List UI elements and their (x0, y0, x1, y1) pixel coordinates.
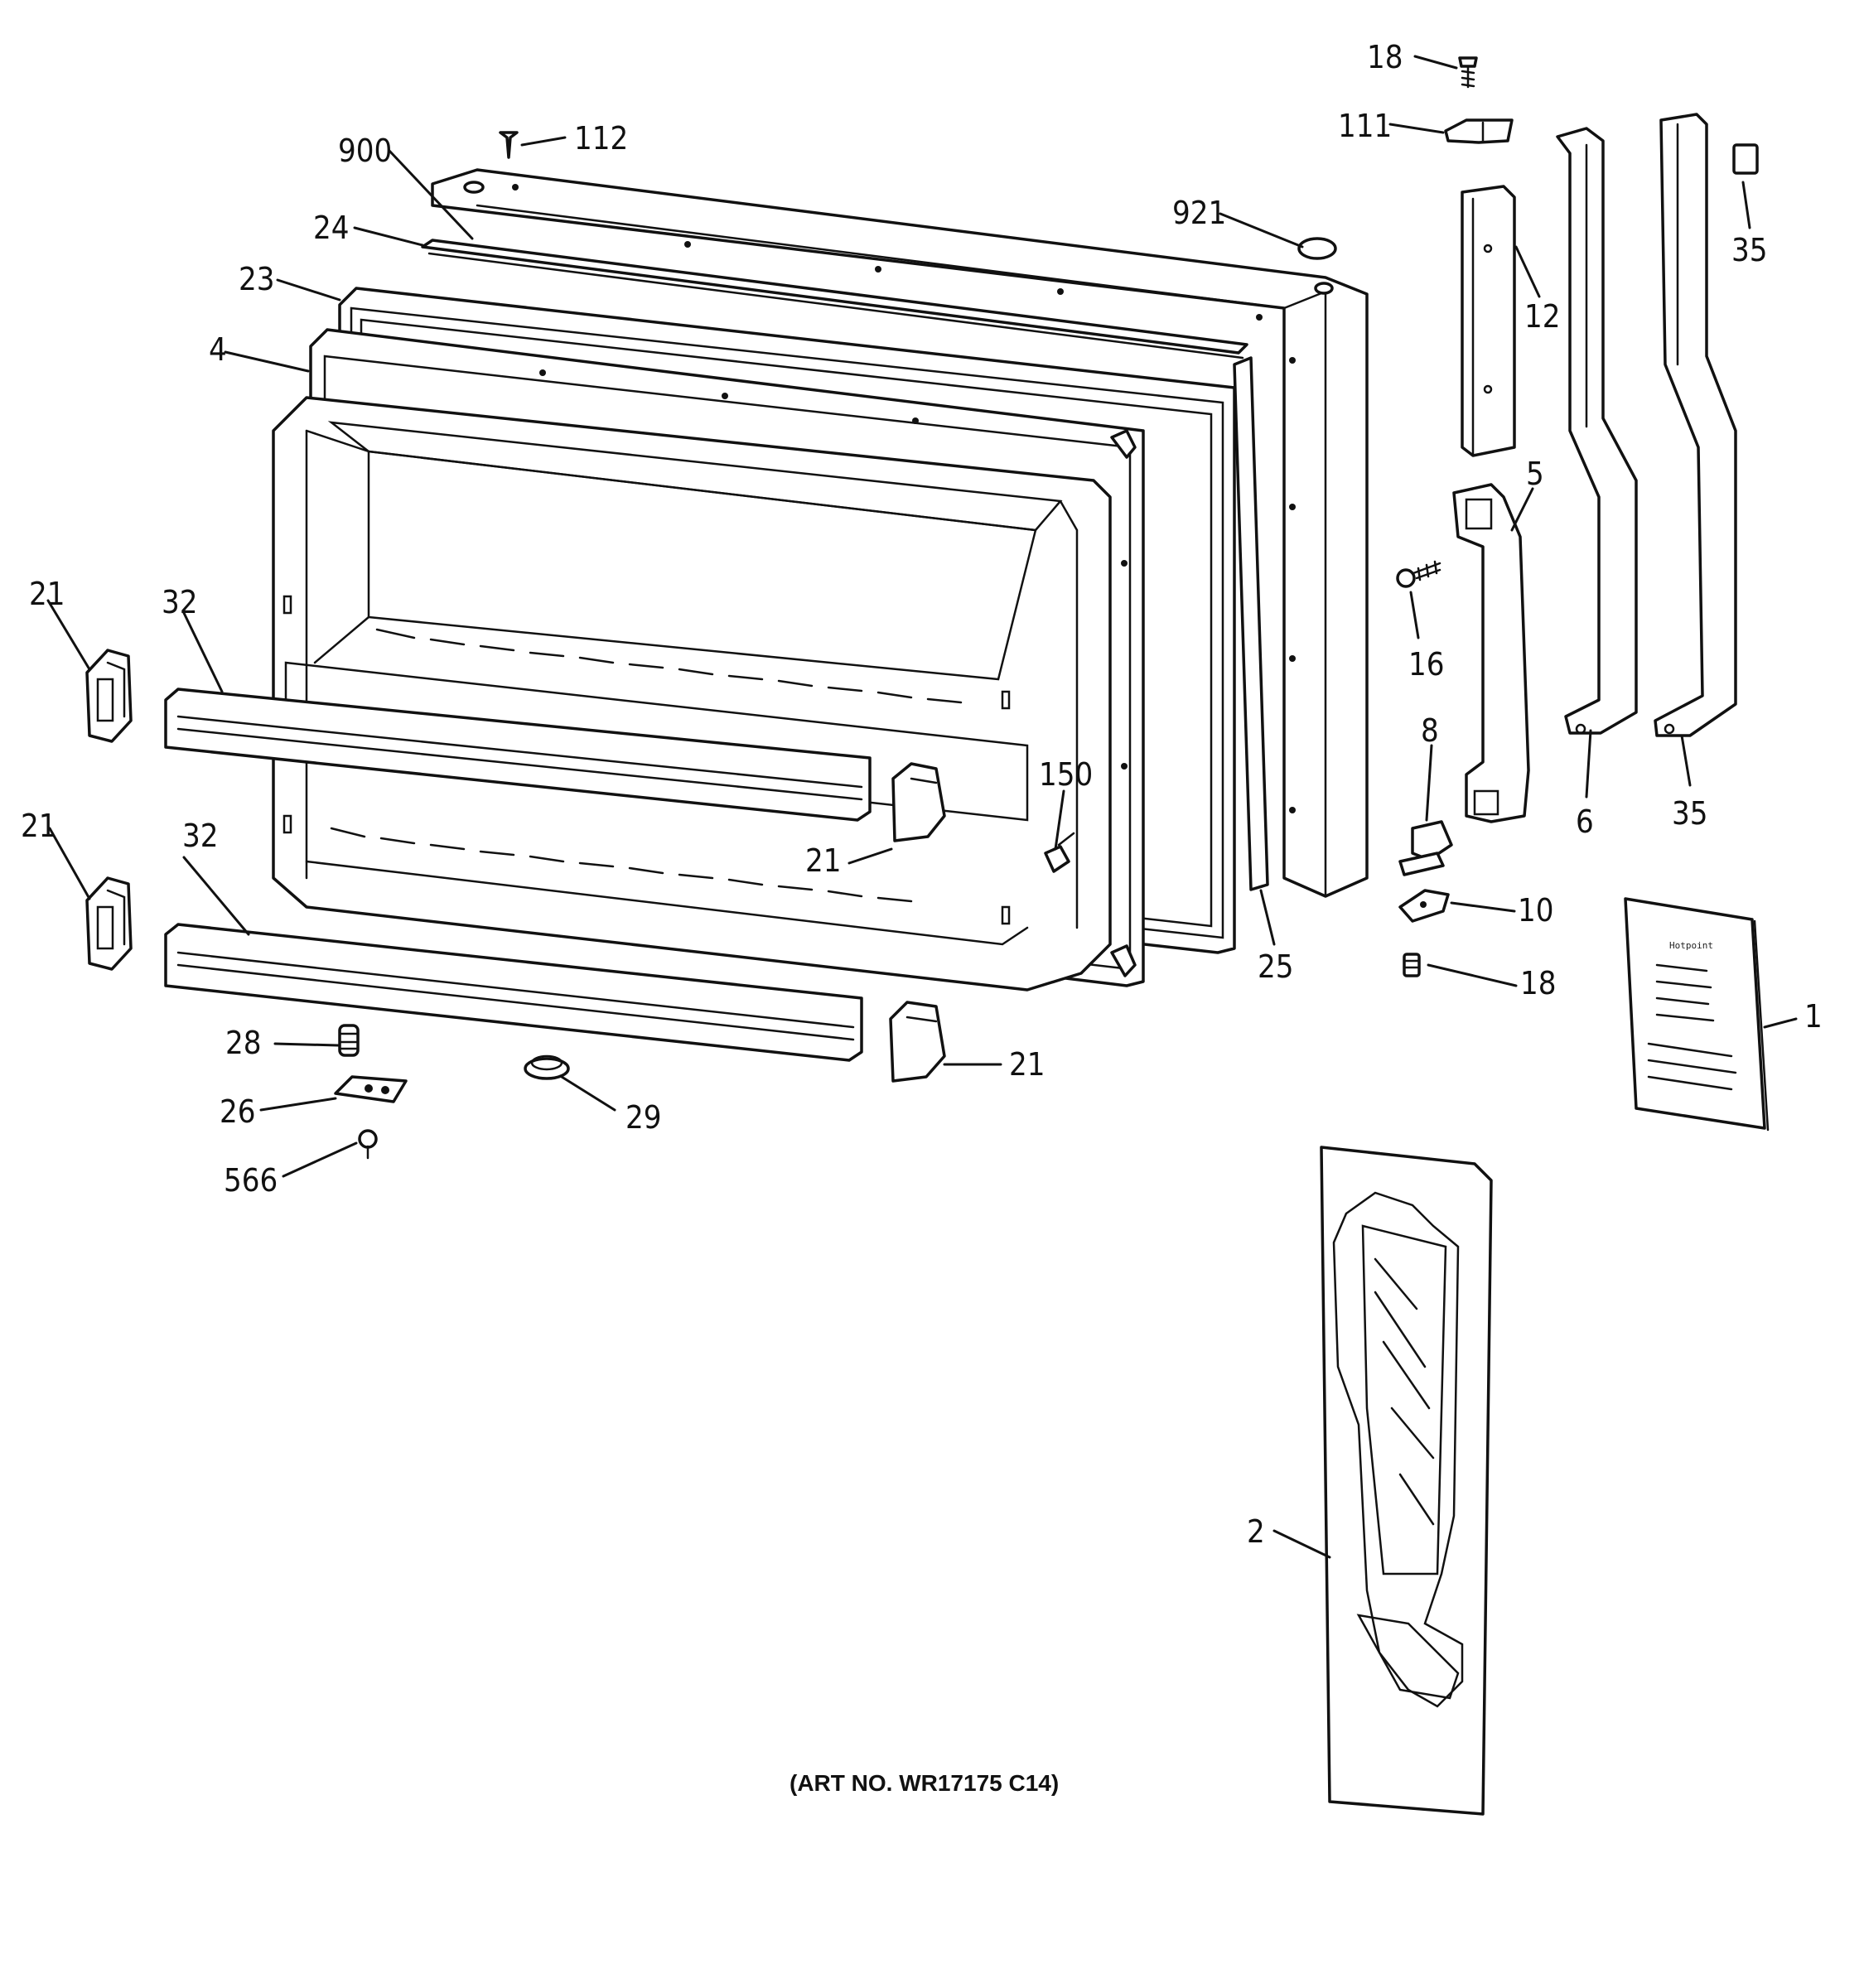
end-cap-21-left-lower (85, 876, 133, 971)
door-handle-6 (1556, 127, 1638, 735)
booklet-title: Hotpoint (1669, 940, 1713, 951)
callout-29: 29 (625, 1099, 662, 1136)
plug-29 (524, 1054, 570, 1080)
end-cap-21-right-lower (889, 1001, 946, 1083)
screw-112 (499, 131, 519, 159)
screw-566 (358, 1129, 378, 1160)
callout-21-left-lower: 21 (21, 808, 57, 844)
callout-921: 921 (1172, 195, 1226, 231)
callout-32-upper: 32 (162, 584, 198, 620)
bracket-8 (1398, 820, 1453, 876)
callout-21-right-upper: 21 (805, 842, 842, 879)
callout-566: 566 (224, 1162, 278, 1199)
callout-26: 26 (220, 1093, 256, 1130)
plug-921 (1297, 237, 1337, 260)
breaker-strip-24 (421, 239, 1248, 359)
bracket-10 (1398, 889, 1450, 923)
door-rail-32-upper (164, 688, 872, 822)
callout-1: 1 (1804, 998, 1823, 1035)
screw-16 (1396, 560, 1441, 588)
callout-900: 900 (338, 133, 392, 169)
leader-lines (46, 55, 1798, 1559)
callout-35-bottom: 35 (1672, 795, 1708, 832)
hinge-plate-26 (334, 1075, 408, 1103)
callout-35-top: 35 (1731, 232, 1768, 268)
end-cap-21-right-upper (891, 762, 946, 842)
callout-4: 4 (209, 331, 227, 368)
callout-6: 6 (1576, 803, 1594, 840)
callout-24: 24 (313, 210, 350, 246)
door-handle-5 (1452, 483, 1530, 823)
callout-18-top: 18 (1367, 39, 1403, 75)
callout-16: 16 (1408, 646, 1445, 683)
callout-18-bottom: 18 (1520, 965, 1557, 1001)
screw-28 (338, 1024, 360, 1057)
callout-32-lower: 32 (182, 818, 219, 854)
owners-booklet-1: Hotpoint (1624, 897, 1770, 1132)
screw-150 (1044, 832, 1075, 873)
art-number-label: (ART NO. WR17175 C14) (790, 1770, 1059, 1796)
bracket-111 (1444, 118, 1514, 144)
screw-18-top (1458, 56, 1478, 89)
callout-21-left-upper: 21 (29, 576, 65, 612)
callout-2: 2 (1247, 1513, 1265, 1550)
callout-111: 111 (1338, 108, 1392, 144)
callout-28: 28 (225, 1025, 262, 1061)
end-cap-21-left-upper (85, 649, 133, 743)
callout-23: 23 (239, 261, 275, 297)
screw-18-bottom (1403, 953, 1421, 977)
callout-112: 112 (574, 120, 628, 157)
callout-5: 5 (1526, 456, 1544, 492)
callout-12: 12 (1524, 298, 1561, 335)
hinge-block-12 (1461, 185, 1516, 457)
packaging-insert-2 (1320, 1146, 1493, 1816)
callout-8: 8 (1421, 712, 1439, 749)
cap-35 (1732, 143, 1759, 175)
door-handle-35 (1654, 113, 1737, 737)
callout-21-right-lower: 21 (1009, 1046, 1045, 1083)
callout-labels: 18 111 112 900 921 24 23 12 35 4 5 16 21… (21, 39, 1823, 1550)
callout-150: 150 (1039, 756, 1093, 793)
outer-door-panel (431, 168, 1369, 898)
breaker-strip-25 (1233, 356, 1269, 891)
door-rail-32-lower (164, 923, 863, 1062)
callout-10: 10 (1518, 892, 1554, 929)
callout-25: 25 (1258, 948, 1294, 985)
